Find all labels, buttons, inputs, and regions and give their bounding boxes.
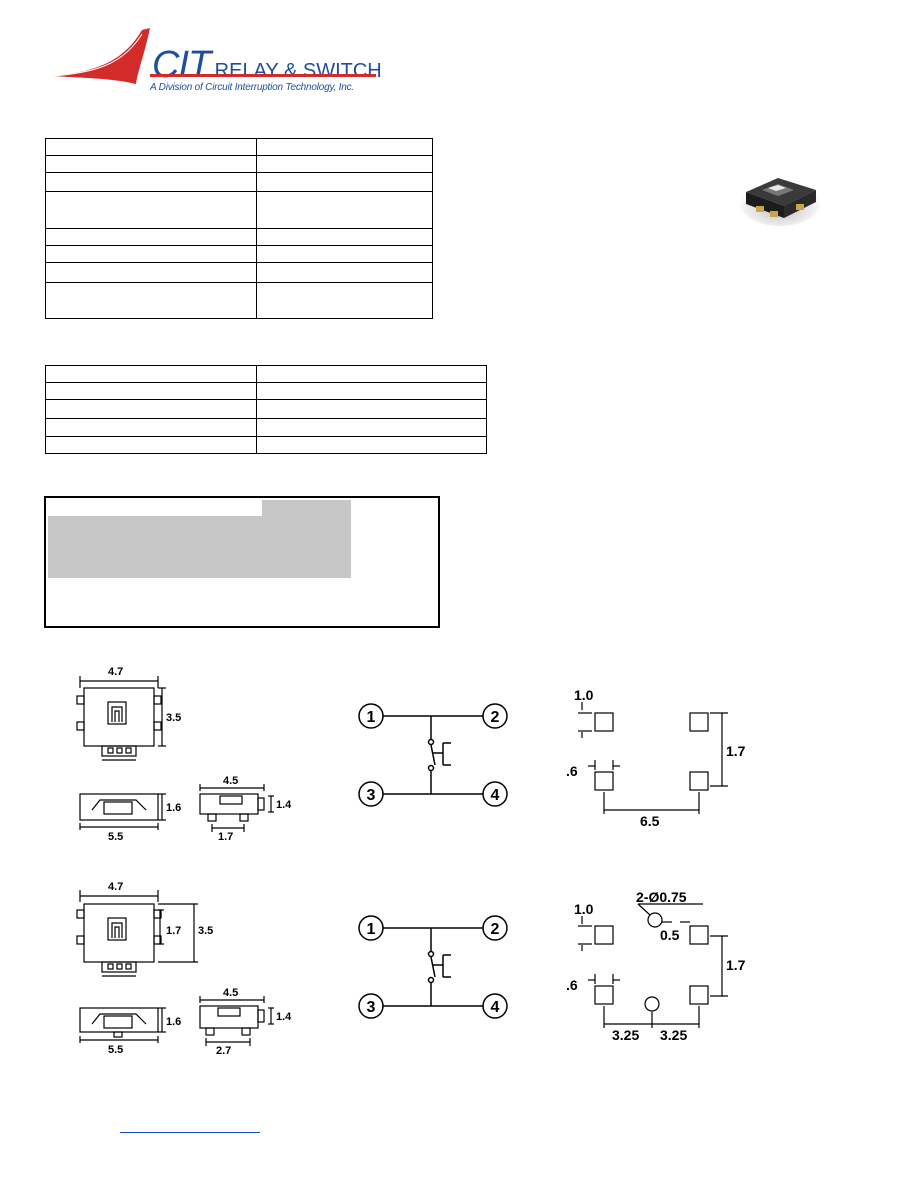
dim-side-height: 1.6 — [166, 1016, 181, 1028]
logo-swoosh — [52, 28, 150, 84]
spec-cell — [45, 172, 257, 192]
spec-cell — [256, 228, 433, 246]
dim-end-height: 1.4 — [276, 799, 292, 811]
dim-end-height: 1.4 — [276, 1011, 292, 1023]
pin-3: 3 — [367, 787, 376, 804]
spec-cell — [256, 191, 433, 229]
dimension-drawing-2: 4.7 1.7 3.5 5.5 1.6 4.5 1.4 2.7 — [76, 881, 292, 1057]
spec-cell — [45, 262, 257, 283]
pad-width: .6 — [566, 977, 578, 993]
pad-pitch-right: 3.25 — [660, 1027, 687, 1043]
dim-end-width: 4.5 — [223, 775, 238, 787]
logo-brand-main: CIT — [152, 44, 211, 86]
pin-4: 4 — [491, 787, 500, 804]
spec-cell — [45, 191, 257, 229]
dim-height: 3.5 — [166, 712, 181, 724]
spec-cell — [45, 399, 257, 419]
dim-height: 3.5 — [198, 925, 213, 937]
schematic-2: 1 2 3 4 — [358, 915, 508, 1019]
spec-cell — [256, 418, 487, 437]
spec-cell — [45, 282, 257, 319]
dim-side-width: 5.5 — [108, 1044, 123, 1056]
spec-cell — [256, 138, 433, 156]
schematic-1: 1 2 3 4 — [358, 703, 508, 807]
spec-cell — [256, 282, 433, 319]
pad-width: .6 — [566, 763, 578, 779]
product-photo — [740, 178, 820, 226]
pad-size: 1.0 — [574, 687, 594, 703]
footer-link[interactable] — [120, 1131, 260, 1133]
spec-cell — [45, 228, 257, 246]
spec-cell — [256, 172, 433, 192]
spec-cell — [256, 155, 433, 173]
hole-gap: 0.5 — [660, 927, 680, 943]
logo-subtitle: A Division of Circuit Interruption Techn… — [150, 82, 354, 93]
spec-table-2 — [45, 365, 487, 454]
pad-pitch-h: 6.5 — [640, 813, 660, 829]
ordering-box — [44, 496, 440, 628]
spec-cell — [45, 418, 257, 437]
pad-pitch-v: 1.7 — [726, 743, 746, 759]
pin-2: 2 — [491, 921, 500, 938]
pin-4: 4 — [491, 999, 500, 1016]
dim-side-height: 1.6 — [166, 802, 181, 814]
pad-pitch-left: 3.25 — [612, 1027, 639, 1043]
ordering-blank — [48, 500, 262, 516]
pin-2: 2 — [491, 709, 500, 726]
logo-underline — [150, 74, 376, 77]
dim-top-width: 4.7 — [108, 666, 123, 678]
spec-cell — [45, 436, 257, 454]
dim-side-width: 5.5 — [108, 831, 123, 843]
spec-cell — [45, 138, 257, 156]
dimension-drawing-1: 4.7 3.5 5.5 1.6 4.5 1.4 1.7 — [76, 666, 292, 843]
pcb-layout-1: 1.0 1.7 .6 6.5 — [566, 687, 746, 829]
pad-pitch-v: 1.7 — [726, 957, 746, 973]
spec-cell — [256, 382, 487, 400]
logo-wordmark: CIT RELAY & SWITCH — [152, 44, 382, 87]
spec-cell — [45, 155, 257, 173]
pin-1: 1 — [367, 921, 376, 938]
spec-cell — [256, 365, 487, 383]
dim-end-spacing: 2.7 — [216, 1045, 231, 1057]
pin-3: 3 — [367, 999, 376, 1016]
pad-size: 1.0 — [574, 901, 594, 917]
spec-cell — [256, 436, 487, 454]
spec-cell — [45, 245, 257, 263]
hole-spec: 2-Ø0.75 — [636, 890, 687, 905]
dim-end-width: 4.5 — [223, 987, 238, 999]
dim-inner-height: 1.7 — [166, 925, 181, 937]
spec-cell — [45, 365, 257, 383]
dim-top-width: 4.7 — [108, 881, 123, 893]
spec-cell — [256, 245, 433, 263]
pin-1: 1 — [367, 709, 376, 726]
spec-cell — [256, 399, 487, 419]
spec-cell — [45, 382, 257, 400]
pcb-layout-2: 1.0 2-Ø0.75 0.5 1.7 .6 3.25 3.25 — [566, 890, 746, 1043]
dim-end-spacing: 1.7 — [218, 831, 233, 843]
logo-brand-rest: RELAY & SWITCH — [214, 60, 382, 82]
spec-cell — [256, 262, 433, 283]
spec-table-1 — [45, 138, 433, 319]
